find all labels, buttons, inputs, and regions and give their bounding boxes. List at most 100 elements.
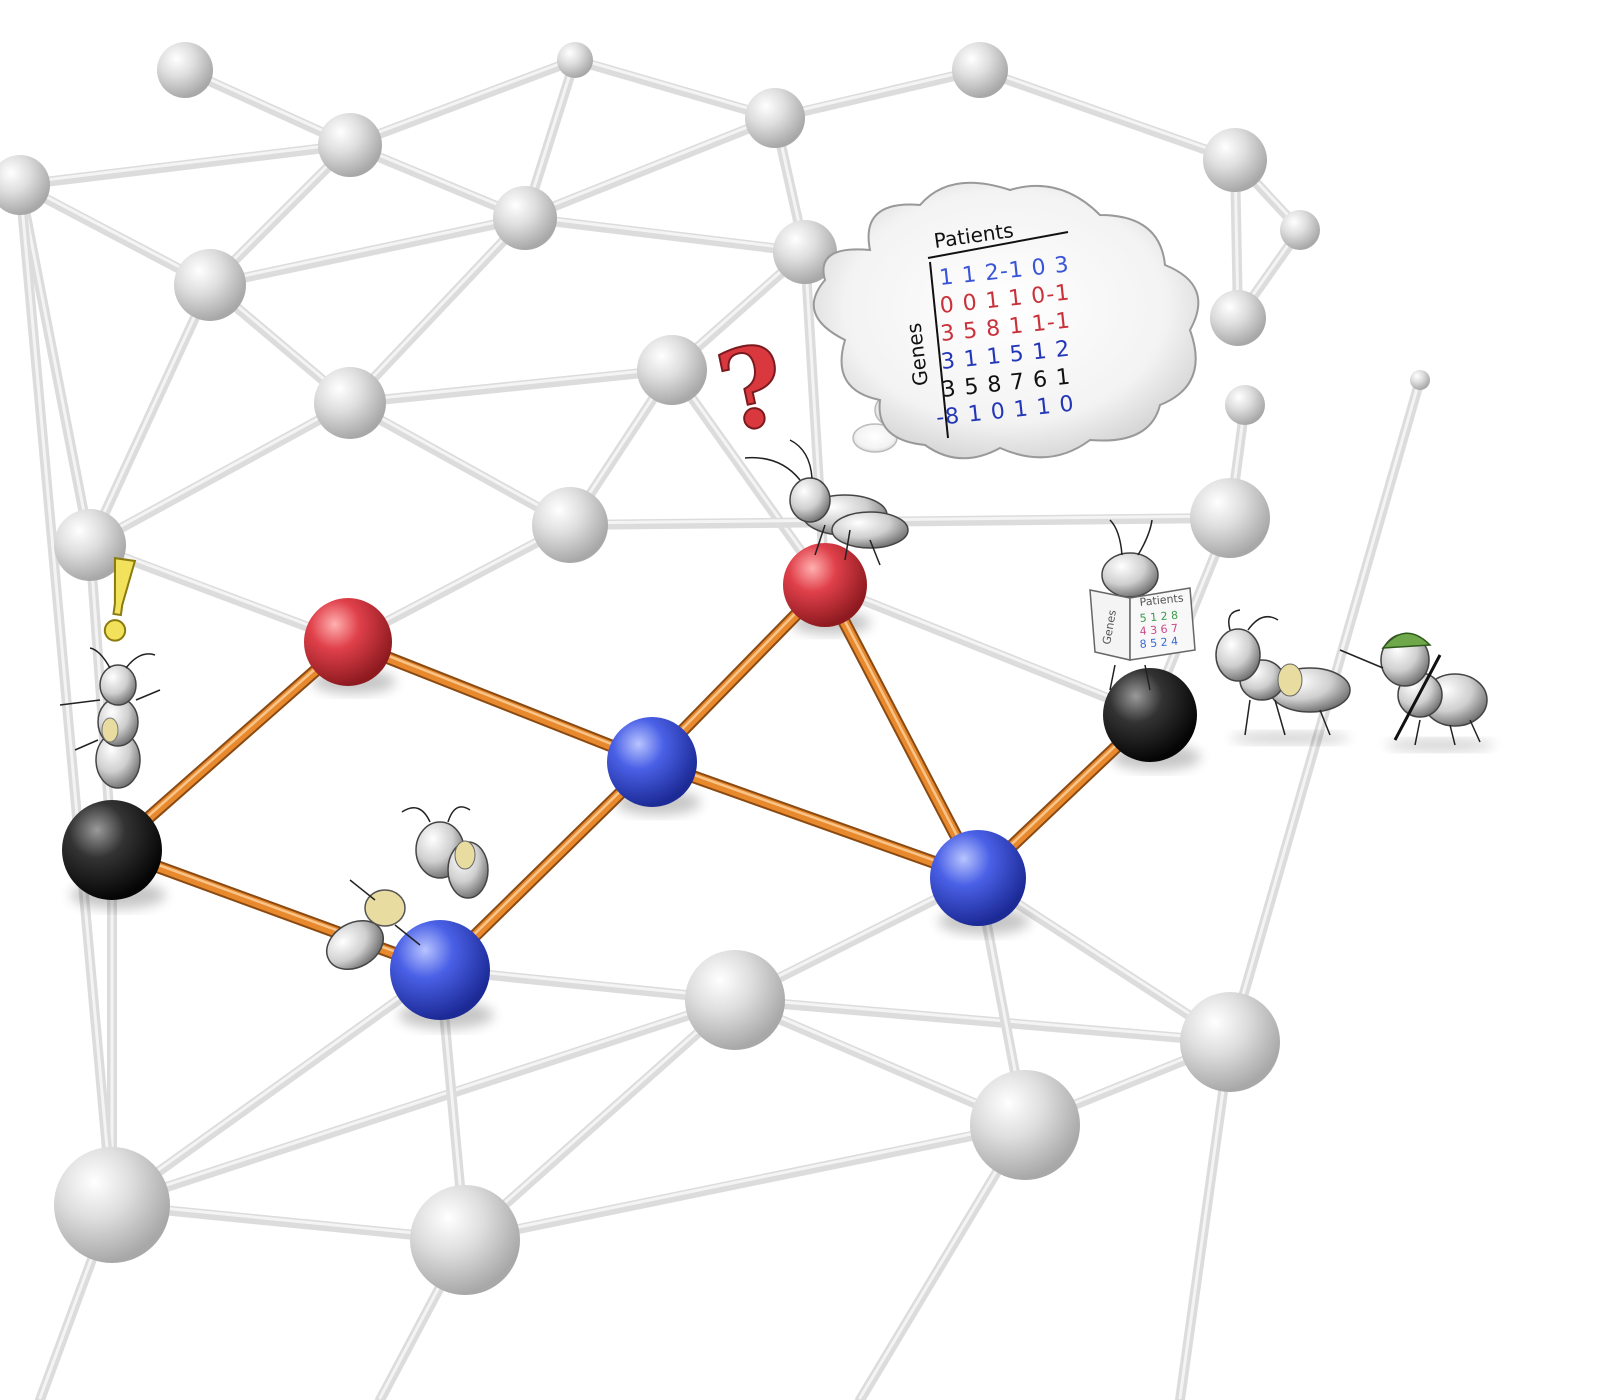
newspaper-grid-row: 4 3 6 7 <box>1139 622 1178 638</box>
background-edge-highlight <box>573 56 777 118</box>
background-edge-highlight <box>348 56 577 145</box>
background-edge <box>820 580 1155 720</box>
background-edge <box>85 540 353 647</box>
background-node <box>637 335 707 405</box>
background-node <box>493 186 557 250</box>
background-edge-highlight <box>348 366 674 403</box>
background-edge <box>520 213 810 257</box>
blue-node <box>390 920 490 1020</box>
background-edge-highlight <box>18 141 352 185</box>
red-node <box>304 598 392 686</box>
background-edge-highlight <box>110 996 737 1205</box>
background-edge-highlight <box>463 996 737 1240</box>
background-edge-highlight <box>1178 1038 1232 1400</box>
background-edge <box>85 398 355 550</box>
red-node <box>783 543 867 627</box>
background-node <box>685 950 785 1050</box>
background-edge <box>205 213 530 290</box>
newspaper-header-text: Patients <box>1139 591 1184 609</box>
background-node <box>157 42 213 98</box>
background-edge <box>570 55 780 123</box>
black-node <box>1103 668 1197 762</box>
background-node <box>314 367 386 439</box>
background-edge-highlight <box>88 399 352 545</box>
background-node <box>1225 385 1265 425</box>
background-edge-highlight <box>348 399 572 525</box>
background-edge <box>107 965 445 1210</box>
background-node <box>970 1070 1080 1180</box>
background-node <box>174 249 246 321</box>
background-node <box>54 1147 170 1263</box>
background-edge-highlight <box>463 1121 1027 1240</box>
background-node <box>1410 370 1430 390</box>
path-edge-highlight <box>110 638 350 850</box>
background-edge <box>730 995 1235 1047</box>
background-edge-highlight <box>523 114 777 218</box>
background-node <box>1190 478 1270 558</box>
background-node <box>1210 290 1266 346</box>
ant-walking-left <box>1215 609 1351 744</box>
path-edge <box>107 637 353 855</box>
background-edge-highlight <box>18 181 92 545</box>
background-edge-highlight <box>670 366 827 585</box>
expression-matrix: 1 1 2-1 0 30 0 1 1 0-13 5 8 1 1-13 1 1 5… <box>935 252 1076 431</box>
highlighted-path-nodes <box>62 543 1197 1020</box>
newspaper-grid-row: 8 5 2 4 <box>1139 635 1178 651</box>
background-edge-highlight <box>110 966 442 1205</box>
background-node <box>557 42 593 78</box>
path-edge <box>343 637 657 767</box>
background-node <box>532 487 608 563</box>
ant-figures: Genes Patients 5 1 2 84 3 6 78 5 2 4 <box>59 439 1495 970</box>
blue-node <box>607 717 697 807</box>
ant-reading-newspaper: Genes Patients 5 1 2 84 3 6 78 5 2 4 <box>1089 519 1196 691</box>
background-edge-highlight <box>208 214 527 285</box>
ants-climbing <box>326 806 489 970</box>
background-edge <box>15 140 355 190</box>
background-edge-highlight <box>976 874 1232 1042</box>
background-edge <box>345 365 677 408</box>
background-edge-highlight <box>88 281 212 545</box>
background-edge <box>345 55 580 150</box>
background-edge <box>107 995 740 1210</box>
path-edge <box>647 757 983 883</box>
newspaper-grid-row: 5 1 2 8 <box>1139 609 1178 625</box>
background-edge <box>345 398 575 530</box>
background-nodes <box>0 42 1430 1295</box>
background-edge-highlight <box>733 996 1232 1042</box>
background-edge-highlight <box>88 541 350 642</box>
background-node <box>0 155 50 215</box>
background-node <box>1180 992 1280 1092</box>
path-edge-highlight <box>438 758 654 970</box>
path-edge <box>107 845 445 975</box>
background-edge <box>520 113 780 223</box>
background-edge-highlight <box>348 214 527 403</box>
ant-soldier-pointing <box>1339 632 1495 751</box>
blue-node <box>930 830 1026 926</box>
background-edge-highlight <box>773 66 982 118</box>
background-node <box>952 42 1008 98</box>
background-edge-highlight <box>88 541 114 850</box>
background-node <box>1280 210 1320 250</box>
ant-alert <box>59 647 161 789</box>
background-node <box>410 1185 520 1295</box>
newspaper-grid: 5 1 2 84 3 6 78 5 2 4 <box>1139 609 1178 651</box>
black-node <box>62 800 162 900</box>
thought-cloud: Patients Genes 1 1 2-1 0 30 0 1 1 0-13 5… <box>812 181 1200 460</box>
path-edge-highlight <box>110 846 442 970</box>
background-edge <box>973 873 1235 1047</box>
path-edge-highlight <box>650 758 980 878</box>
background-node <box>54 509 126 581</box>
newspaper: Genes Patients 5 1 2 84 3 6 78 5 2 4 <box>1089 587 1196 661</box>
background-edge <box>770 65 985 123</box>
background-edge-highlight <box>110 1201 467 1240</box>
background-edge <box>460 1120 1030 1245</box>
background-edge-highlight <box>18 181 114 1205</box>
newspaper-left-text: Genes <box>1100 609 1119 646</box>
background-node <box>318 113 382 177</box>
background-node <box>773 220 837 284</box>
background-edge-highlight <box>823 581 1152 715</box>
background-edge-highlight <box>523 214 807 252</box>
path-edge-highlight <box>346 638 654 762</box>
ant-thinking <box>744 439 909 566</box>
